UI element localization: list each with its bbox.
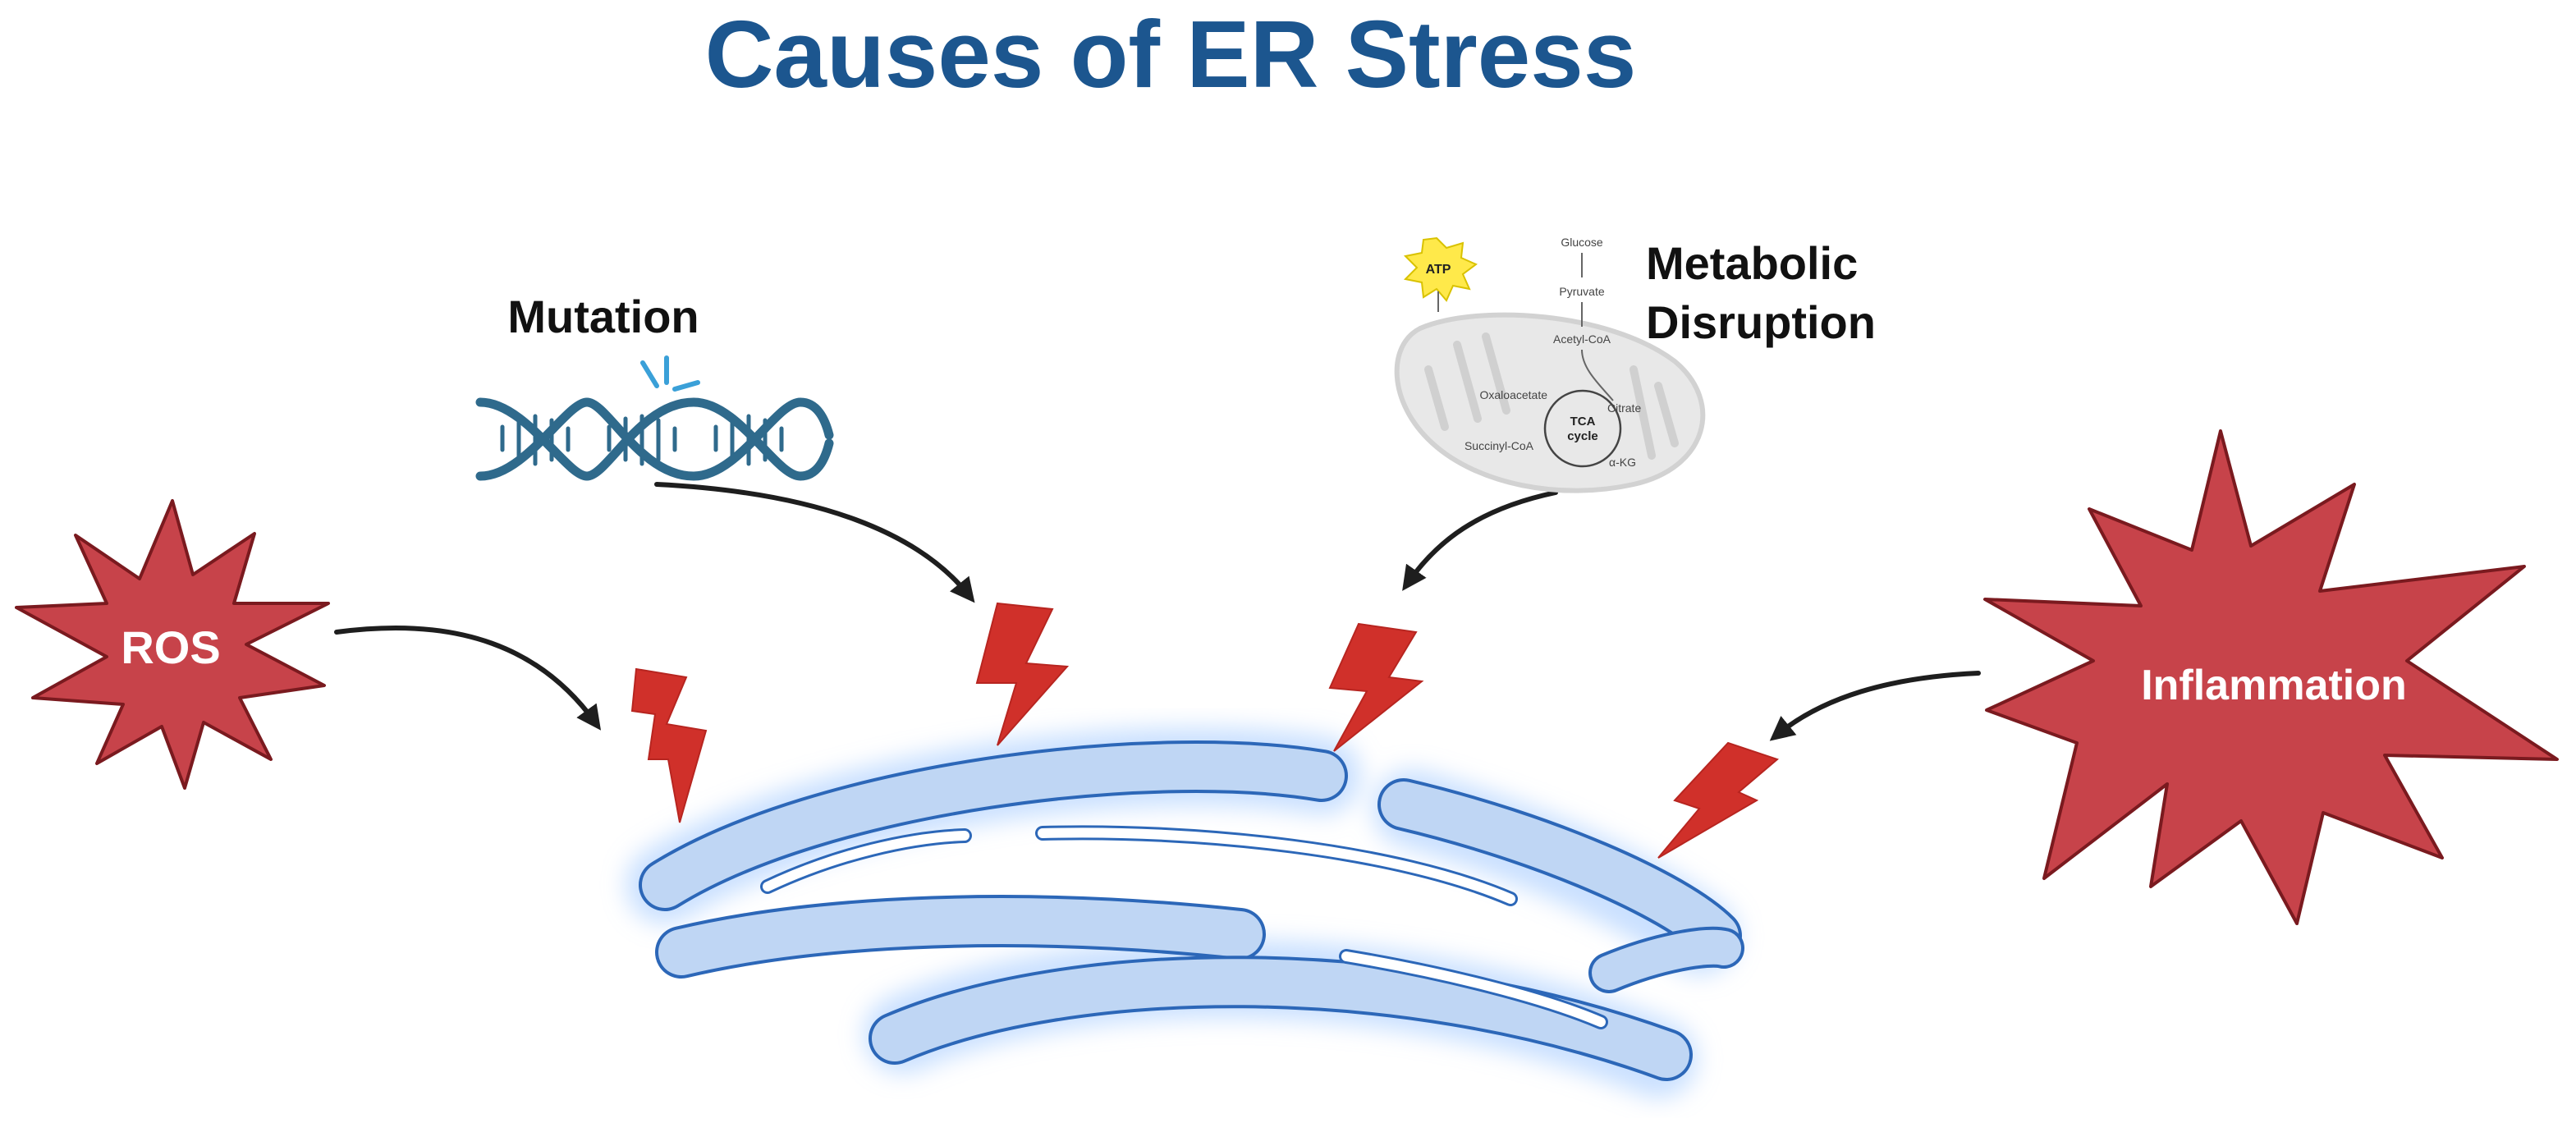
ros-burst: ROS [15,499,330,790]
tca-pathway: Glucose Pyruvate Acetyl-CoA TCA cycle Ox… [1464,236,1641,469]
arrow-ros-to-er [334,626,602,731]
tca-cycle-label-line2: cycle [1567,429,1598,443]
succinyl-coa-label: Succinyl-CoA [1464,439,1534,452]
lightning-bolt-icon [1657,741,1779,859]
arrow-inflammation-to-er [1769,671,1981,741]
mutation-label: Mutation [507,291,699,342]
alpha-kg-label: α-KG [1609,456,1636,469]
inflammation-burst: Inflammation [1983,429,2559,925]
ros-label: ROS [121,621,220,673]
tca-cycle-label-line1: TCA [1570,415,1596,429]
atp-starburst-icon: ATP [1403,236,1478,312]
oxaloacetate-label: Oxaloacetate [1480,388,1548,401]
acetyl-coa-label: Acetyl-CoA [1553,332,1611,346]
glucose-label: Glucose [1561,236,1603,249]
lightning-bolt-icon [975,602,1070,746]
starburst-icon [15,499,330,790]
starburst-icon [1983,429,2559,925]
atp-label: ATP [1426,263,1451,277]
metabolic-label-line2: Disruption [1646,296,1876,348]
citrate-label: Citrate [1607,401,1641,415]
damage-spark-icon [640,355,700,392]
dna-helix-icon [475,355,834,481]
page-title: Causes of ER Stress [705,1,1637,108]
metabolic-label-line1: Metabolic [1646,237,1858,289]
lightning-bolt-icon [630,667,708,823]
pyruvate-label: Pyruvate [1559,285,1604,298]
endoplasmic-reticulum-icon [626,727,1744,1098]
arrow-mutation-to-er [654,482,975,603]
mitochondrion-icon [1394,312,1706,493]
inflammation-label: Inflammation [2141,662,2407,709]
lightning-bolt-icon [1328,622,1424,752]
arrow-metabolic-to-er [1402,490,1558,591]
